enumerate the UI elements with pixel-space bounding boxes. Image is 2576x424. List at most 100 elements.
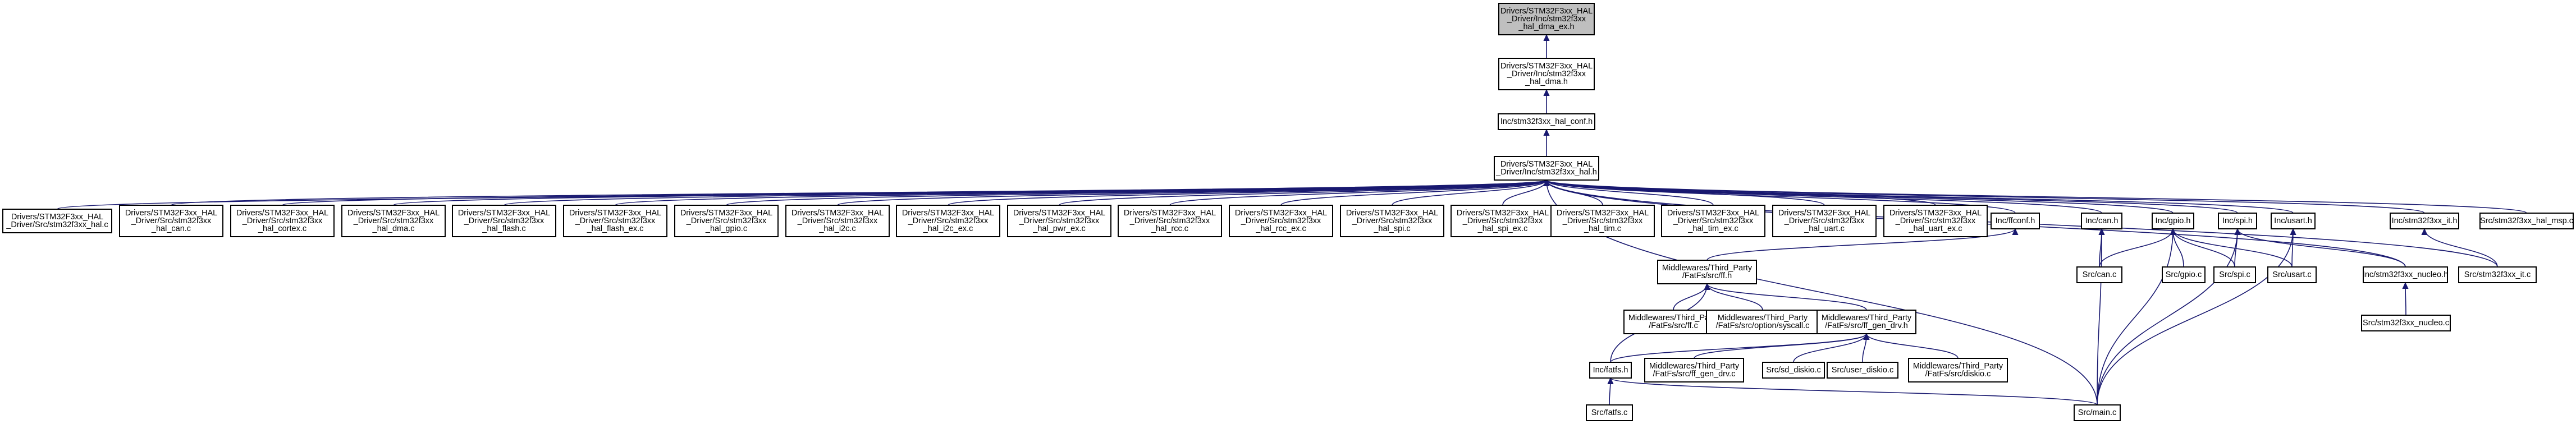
edge-ff_gen_drv_c-to-ff_gen_drv_h <box>1694 334 1866 359</box>
node-rcc_c[interactable]: Drivers/STM32F3xx_HAL_Driver/Src/stm32f3… <box>1118 205 1222 237</box>
node-sd_diskio_c[interactable]: Src/sd_diskio.c <box>1762 362 1825 379</box>
node-label-line: /FatFs/src/ff_gen_drv.c <box>1653 370 1736 379</box>
node-src_gpio_c[interactable]: Src/gpio.c <box>2162 266 2206 283</box>
node-tim_ex_c[interactable]: Drivers/STM32F3xx_HAL_Driver/Src/stm32f3… <box>1661 205 1765 237</box>
node-box <box>341 205 446 237</box>
node-label-line: Drivers/STM32F3xx_HAL <box>1889 209 1982 218</box>
node-label-line: Drivers/STM32F3xx_HAL <box>680 209 772 218</box>
node-user_diskio_c[interactable]: Src/user_diskio.c <box>1827 362 1898 379</box>
node-label-line: _hal_uart_ex.c <box>1908 224 1962 233</box>
node-ffconf_h[interactable]: Inc/ffconf.h <box>1991 213 2040 229</box>
node-usart_h[interactable]: Inc/usart.h <box>2271 213 2316 229</box>
node-box <box>2213 266 2256 283</box>
node-box <box>1589 362 1632 379</box>
edge-msp_c-to-hal_h <box>1546 180 2527 214</box>
node-can_c_drv[interactable]: Drivers/STM32F3xx_HAL_Driver/Src/stm32f3… <box>119 205 223 237</box>
node-label-line: _hal_i2c_ex.c <box>923 224 973 233</box>
node-box <box>1706 310 1819 334</box>
node-label-line: Src/stm32f3xx_nucleo.c <box>2363 319 2449 328</box>
node-box <box>2162 266 2206 283</box>
edge-src_main_c-to-usart_h <box>2097 229 2293 405</box>
node-label-line: Drivers/STM32F3xx_HAL <box>236 209 328 218</box>
node-label-line: _Driver/Src/stm32f3xx <box>464 216 545 225</box>
node-msp_c[interactable]: Src/stm32f3xx_hal_msp.c <box>2479 213 2574 229</box>
node-label-line: _Driver/Src/stm32f3xx <box>131 216 212 225</box>
node-src_main_c[interactable]: Src/main.c <box>2074 404 2121 421</box>
node-spi_ex_c[interactable]: Drivers/STM32F3xx_HAL_Driver/Src/stm32f3… <box>1451 205 1555 237</box>
node-label-line: _hal_rcc.c <box>1151 224 1188 233</box>
edge-src_main_c-to-gpio_h <box>2097 229 2173 405</box>
node-ff_gen_drv_h[interactable]: Middlewares/Third_Party/FatFs/src/ff_gen… <box>1817 310 1916 334</box>
node-box <box>1498 113 1595 130</box>
node-box <box>230 205 335 237</box>
node-ff_gen_drv_c[interactable]: Middlewares/Third_Party/FatFs/src/ff_gen… <box>1644 358 1744 382</box>
node-gpio_c_drv[interactable]: Drivers/STM32F3xx_HAL_Driver/Src/stm32f3… <box>674 205 779 237</box>
node-label-line: _hal_can.c <box>151 224 191 233</box>
node-conf_h[interactable]: Inc/stm32f3xx_hal_conf.h <box>1498 113 1595 130</box>
node-fatfs_h[interactable]: Inc/fatfs.h <box>1589 362 1632 379</box>
node-ff_h[interactable]: Middlewares/Third_Party/FatFs/src/ff.h <box>1657 260 1757 284</box>
node-label-line: Inc/ffconf.h <box>1996 216 2035 225</box>
node-src_usart_c[interactable]: Src/usart.c <box>2267 266 2317 283</box>
node-box <box>2363 266 2448 283</box>
node-nucleo_h[interactable]: Inc/stm32f3xx_nucleo.h <box>2363 266 2448 283</box>
node-can_h[interactable]: Inc/can.h <box>2081 213 2122 229</box>
node-box <box>1007 205 1111 237</box>
node-root: Drivers/STM32F3xx_HAL_Driver/Inc/stm32f3… <box>1498 3 1595 35</box>
node-label-line: /FatFs/src/option/syscall.c <box>1716 321 1810 330</box>
node-tim_c[interactable]: Drivers/STM32F3xx_HAL_Driver/Src/stm32f3… <box>1550 205 1655 237</box>
node-label-line: _hal_tim_ex.c <box>1687 224 1738 233</box>
node-box <box>2458 266 2537 283</box>
node-i2c_ex_c[interactable]: Drivers/STM32F3xx_HAL_Driver/Src/stm32f3… <box>896 205 1000 237</box>
node-label-line: _hal_dma.c <box>372 224 415 233</box>
edge-ff_gen_drv_h-to-ff_h <box>1707 284 1867 311</box>
node-spi_c_drv[interactable]: Drivers/STM32F3xx_HAL_Driver/Src/stm32f3… <box>1340 205 1444 237</box>
node-src_spi_c[interactable]: Src/spi.c <box>2213 266 2256 283</box>
node-label-line: _Driver/Src/stm32f3xx <box>1673 216 1754 225</box>
node-flash_c[interactable]: Drivers/STM32F3xx_HAL_Driver/Src/stm32f3… <box>452 205 556 237</box>
node-box <box>2 209 112 233</box>
node-box <box>1340 205 1444 237</box>
node-uart_ex_c[interactable]: Drivers/STM32F3xx_HAL_Driver/Src/stm32f3… <box>1883 205 1988 237</box>
node-box <box>1498 58 1595 90</box>
node-label-line: _hal_spi_ex.c <box>1477 224 1528 233</box>
node-label-line: _Driver/Src/stm32f3xx <box>1352 216 1433 225</box>
node-rcc_ex_c[interactable]: Drivers/STM32F3xx_HAL_Driver/Src/stm32f3… <box>1229 205 1333 237</box>
edge-nucleo_h-to-spi_h <box>2238 229 2406 268</box>
node-label-line: Drivers/STM32F3xx_HAL <box>11 213 103 222</box>
node-label-line: _hal_flash_ex.c <box>587 224 644 233</box>
node-cortex_c[interactable]: Drivers/STM32F3xx_HAL_Driver/Src/stm32f3… <box>230 205 335 237</box>
node-src_it_c[interactable]: Src/stm32f3xx_it.c <box>2458 266 2537 283</box>
node-dma_c[interactable]: Drivers/STM32F3xx_HAL_Driver/Src/stm32f3… <box>341 205 446 237</box>
node-box <box>2390 213 2459 229</box>
node-diskio_c[interactable]: Middlewares/Third_Party/FatFs/src/diskio… <box>1908 358 2008 382</box>
node-box <box>1494 156 1599 181</box>
node-spi_h[interactable]: Inc/spi.h <box>2218 213 2257 229</box>
node-box <box>119 205 223 237</box>
node-it_h[interactable]: Inc/stm32f3xx_it.h <box>2390 213 2459 229</box>
node-box <box>1991 213 2040 229</box>
node-label-line: Inc/stm32f3xx_it.h <box>2392 216 2458 225</box>
node-box <box>1657 260 1757 284</box>
node-src_can_c[interactable]: Src/can.c <box>2076 266 2122 283</box>
node-i2c_c[interactable]: Drivers/STM32F3xx_HAL_Driver/Src/stm32f3… <box>785 205 890 237</box>
node-label-line: Src/main.c <box>2078 408 2117 417</box>
node-nucleo_c[interactable]: Src/stm32f3xx_nucleo.c <box>2361 315 2451 331</box>
node-box <box>2267 266 2317 283</box>
node-box <box>1661 205 1765 237</box>
node-box <box>1229 205 1333 237</box>
node-flash_ex_c[interactable]: Drivers/STM32F3xx_HAL_Driver/Src/stm32f3… <box>563 205 667 237</box>
node-label-line: Drivers/STM32F3xx_HAL <box>791 209 884 218</box>
node-hal_c[interactable]: Drivers/STM32F3xx_HAL_Driver/Src/stm32f3… <box>2 209 112 233</box>
node-box <box>2218 213 2257 229</box>
node-gpio_h[interactable]: Inc/gpio.h <box>2152 213 2194 229</box>
node-hal_h[interactable]: Drivers/STM32F3xx_HAL_Driver/Inc/stm32f3… <box>1494 156 1599 181</box>
node-pwr_ex_c[interactable]: Drivers/STM32F3xx_HAL_Driver/Src/stm32f3… <box>1007 205 1111 237</box>
node-label-line: Drivers/STM32F3xx_HAL <box>1346 209 1438 218</box>
node-dma_h[interactable]: Drivers/STM32F3xx_HAL_Driver/Inc/stm32f3… <box>1498 58 1595 90</box>
edge-ff_c-to-ff_h <box>1673 284 1707 311</box>
node-uart_c[interactable]: Drivers/STM32F3xx_HAL_Driver/Src/stm32f3… <box>1772 205 1877 237</box>
node-label-line: Drivers/STM32F3xx_HAL <box>902 209 994 218</box>
node-syscall_c[interactable]: Middlewares/Third_Party/FatFs/src/option… <box>1706 310 1819 334</box>
node-src_fatfs_c[interactable]: Src/fatfs.c <box>1586 404 1633 421</box>
